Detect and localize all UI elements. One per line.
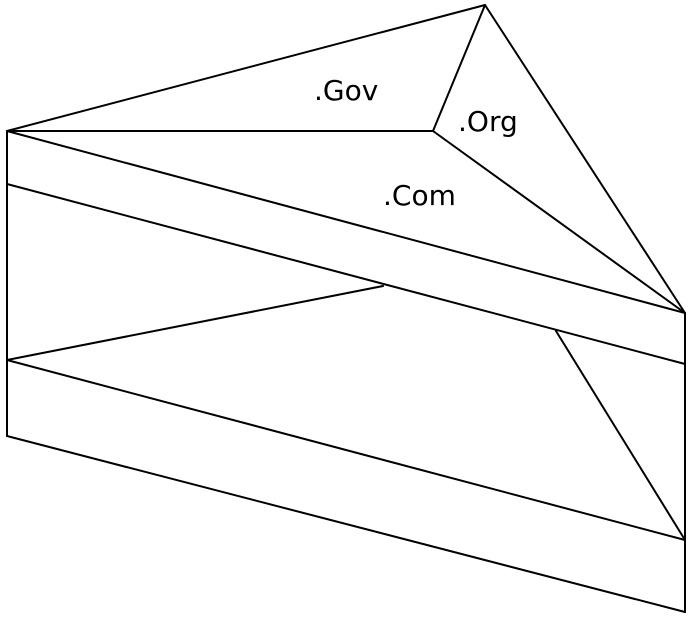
layer-line-1 <box>6 183 686 365</box>
inner-wedge-edge-right <box>555 330 686 541</box>
bottom-edge <box>6 435 686 613</box>
layer-line-2 <box>6 359 686 541</box>
com-label: .Com <box>383 179 456 212</box>
inner-wedge-edge-left <box>6 285 384 361</box>
top-front-edge <box>6 130 686 314</box>
top-left-edge <box>6 4 486 132</box>
top-right-edge <box>484 4 686 314</box>
org-label: .Org <box>458 105 518 138</box>
gov-label: .Gov <box>314 74 378 107</box>
org-divider-right <box>432 130 686 314</box>
org-divider-top <box>432 4 486 132</box>
